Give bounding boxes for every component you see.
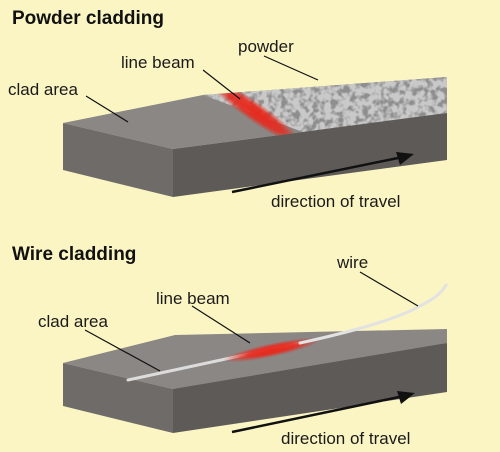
wire-wire-leader [359, 271, 419, 307]
powder-cladding-heading: Powder cladding [12, 8, 164, 29]
wire-block [63, 283, 448, 433]
powder-leaders [85, 55, 319, 123]
wire-wire-label: wire [336, 253, 368, 272]
powder-arrowhead-icon [396, 152, 414, 165]
wire-cladding-heading: Wire cladding [12, 244, 136, 265]
powder-powder-leader [263, 55, 319, 81]
powder-cladding-section: Powder cladding clad area line beam powd… [8, 8, 447, 211]
powder-layer-texture [203, 77, 447, 132]
wire-direction-label: direction of travel [281, 429, 410, 448]
powder-powder-label: powder [238, 37, 294, 56]
wire-arrowhead-icon [397, 391, 415, 404]
wire-line-beam [223, 337, 321, 363]
wire-clad-area-label: clad area [38, 312, 108, 331]
wire-line-beam-label: line beam [156, 289, 230, 308]
powder-direction-label: direction of travel [271, 192, 400, 211]
wire-leaders [84, 271, 419, 372]
powder-block [63, 77, 447, 197]
wire-direction-arrow [231, 391, 415, 434]
powder-line-beam [205, 77, 305, 148]
powder-block-front [63, 123, 173, 197]
powder-line-beam-label: line beam [121, 53, 195, 72]
wire-block-side [173, 343, 447, 433]
powder-clad-area-leader [85, 95, 129, 123]
wire-block-front [63, 363, 173, 433]
powder-line-beam-leader [202, 69, 241, 100]
wire-feed [298, 283, 448, 345]
wire-clad-area-leader [84, 329, 161, 372]
wire-cladding-section: Wire cladding clad area line beam wire d… [12, 244, 448, 448]
powder-clad-area-label: clad area [8, 80, 78, 99]
powder-block-side [173, 113, 447, 197]
powder-direction-arrow [231, 152, 414, 194]
wire-line-beam-leader [191, 305, 251, 344]
